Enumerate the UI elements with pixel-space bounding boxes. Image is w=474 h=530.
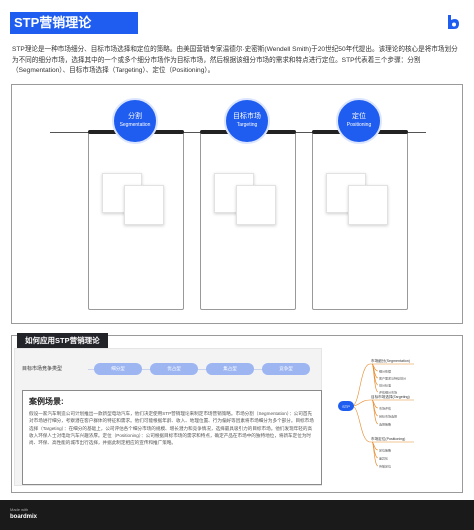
- footer-bar: Made with boardmix: [0, 500, 474, 530]
- sticky-note[interactable]: [236, 185, 276, 225]
- market-type-pill[interactable]: 优占型: [150, 363, 198, 375]
- mindmap-leaf: 划分标准: [379, 383, 391, 388]
- step-en: Targeting: [236, 122, 258, 128]
- step-circle-targeting: 目标市场 Targeting: [224, 98, 270, 144]
- target-market-label: 目标市场竞争类型: [22, 366, 63, 372]
- mindmap-root-node: [338, 401, 354, 411]
- pill-connector: [88, 369, 310, 370]
- mindmap-leaf: 传播定位: [379, 464, 391, 469]
- step-circle-segmentation: 分割 Segmentation: [112, 98, 158, 144]
- mindmap-leaf: 定位策略: [379, 448, 391, 453]
- intro-paragraph: STP理论是一种市场细分、目标市场选择和定位的策略。由美国营销专家温德尔·史密斯…: [12, 46, 458, 74]
- footer-brand[interactable]: boardmix: [10, 514, 38, 520]
- stp-mindmap: STP 市场细分(Segmentation) 细分依据 客户需求与特征划分 划分…: [338, 358, 414, 469]
- mindmap-branch: 市场细分(Segmentation): [371, 358, 410, 363]
- mindmap-branch: 市场定位(Positioning): [371, 436, 405, 441]
- step-cn: 目标市场: [233, 113, 261, 120]
- boardmix-logo-icon: [448, 15, 459, 29]
- step-cn: 定位: [352, 113, 366, 120]
- mindmap-leaf: 评估细分市场: [379, 390, 397, 395]
- step-en: Positioning: [346, 122, 372, 128]
- step-cn: 分割: [128, 113, 142, 120]
- market-type-pill[interactable]: 细分型: [94, 363, 142, 375]
- sticky-note[interactable]: [348, 185, 388, 225]
- application-panel-title: 如何应用STP营销理论: [17, 333, 108, 348]
- page-title-bar: STP营销理论: [10, 12, 138, 34]
- mindmap-leaf: 客户需求与特征划分: [379, 376, 406, 381]
- mindmap-leaf: 选择策略: [379, 422, 391, 427]
- market-type-pill[interactable]: 竞争型: [262, 363, 310, 375]
- case-scenario-box: 案例场景: 假设一家汽车制造公司计划推出一款新型电动汽车，他们决定使用STP营销…: [22, 390, 322, 485]
- mindmap-leaf: 差异化: [379, 456, 388, 461]
- sticky-note[interactable]: [124, 185, 164, 225]
- page-title: STP营销理论: [14, 15, 92, 30]
- market-type-pill[interactable]: 集占型: [206, 363, 254, 375]
- mindmap-branch: 目标市场选择(Targeting): [371, 394, 410, 399]
- made-with-text: Made with: [10, 507, 29, 512]
- mindmap-leaf: 目标市场选择: [379, 414, 397, 419]
- mindmap-leaf: 细分依据: [379, 369, 391, 374]
- stp-steps-panel: 分割 Segmentation 目标市场 Targeting 定位 Positi…: [11, 84, 463, 324]
- mindmap-root: STP: [342, 404, 350, 409]
- step-circle-positioning: 定位 Positioning: [336, 98, 382, 144]
- step-en: Segmentation: [119, 122, 151, 128]
- case-text: 假设一家汽车制造公司计划推出一款新型电动汽车，他们决定使用STP营销理论来制定市…: [29, 411, 314, 446]
- mindmap-leaf: 市场评估: [379, 406, 391, 411]
- case-title: 案例场景:: [29, 397, 64, 406]
